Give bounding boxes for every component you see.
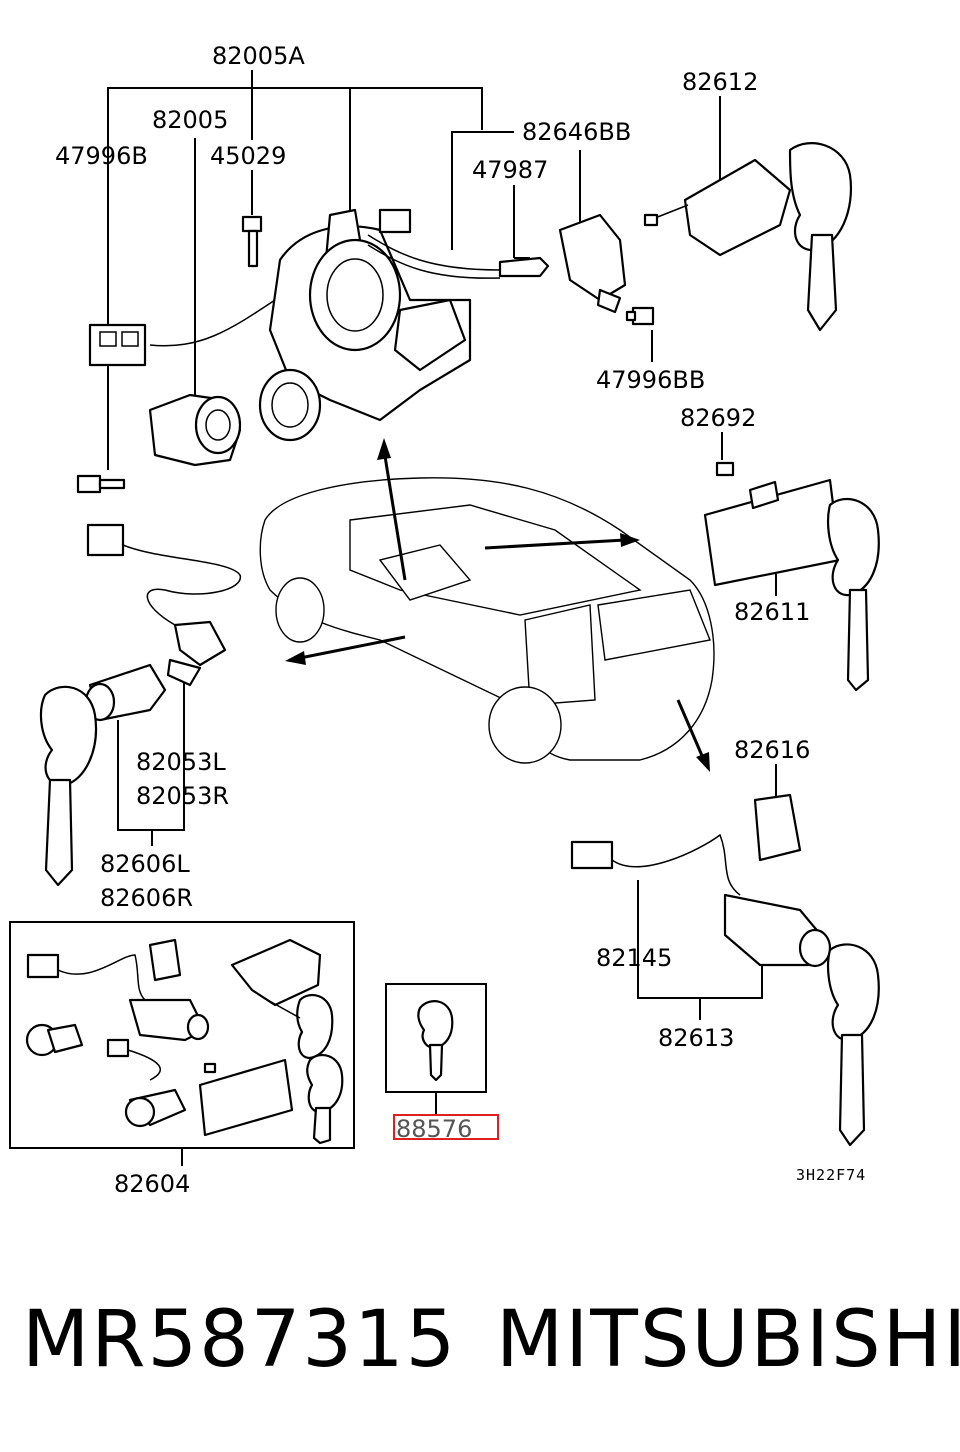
label-45029: 45029 [210, 142, 286, 170]
lock-cylinder-82612 [643, 142, 853, 332]
label-47987: 47987 [472, 156, 548, 184]
label-82616: 82616 [734, 736, 810, 764]
vehicle-outline [259, 477, 715, 764]
label-82606L: 82606L [100, 850, 190, 878]
screw-icon [625, 306, 655, 326]
footer-part-number: MR587315 [22, 1295, 457, 1385]
label-82646BB: 82646BB [522, 118, 631, 146]
key-box-88576 [385, 983, 487, 1093]
ignition-cylinder [148, 393, 242, 467]
label-82005A: 82005A [212, 42, 305, 70]
label-82053L: 82053L [136, 748, 226, 776]
label-82053R: 82053R [136, 782, 229, 810]
steering-lock-assembly [88, 208, 501, 442]
label-47996B: 47996B [55, 142, 148, 170]
highlight-box [393, 1114, 499, 1140]
direction-arrows [285, 438, 710, 772]
door-lock-82613 [570, 793, 880, 1147]
label-82005: 82005 [152, 106, 228, 134]
bulb-socket [498, 256, 550, 278]
label-82604: 82604 [114, 1170, 190, 1198]
leader-lines [107, 70, 777, 1166]
label-82145: 82145 [596, 944, 672, 972]
bolt-icon [241, 215, 263, 268]
screw-icon [76, 474, 126, 494]
label-82613: 82613 [658, 1024, 734, 1052]
label-82612: 82612 [682, 68, 758, 96]
label-82692: 82692 [680, 404, 756, 432]
control-module [558, 213, 627, 314]
part-labels: 82005A 82005 47996B 45029 82646BB 47987 … [55, 42, 866, 1198]
footer-brand: MITSUBISHI [496, 1295, 960, 1385]
label-47996BB: 47996BB [596, 366, 705, 394]
tailgate-handle-82611 [703, 461, 880, 692]
label-82611: 82611 [734, 598, 810, 626]
label-82606R: 82606R [100, 884, 193, 912]
label-88576: 88576 [396, 1115, 472, 1143]
diagram-code: 3H22F74 [796, 1166, 866, 1184]
kit-box-82604 [9, 921, 355, 1149]
door-lock-82053 [39, 523, 241, 887]
